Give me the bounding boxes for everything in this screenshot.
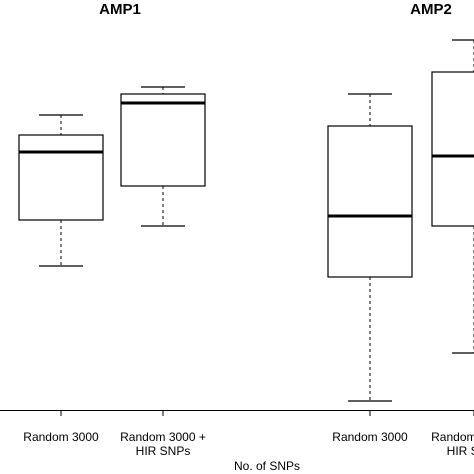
box-iqr (431, 71, 474, 227)
box-iqr (327, 125, 413, 278)
box-group-0-0 (18, 114, 104, 267)
box-group-1-1 (431, 39, 474, 354)
x-tick-label: Random 3000 +HIR SNPs (120, 430, 206, 458)
x-tick-label-line: Random 3000 (23, 430, 99, 444)
panel-title-amp1: AMP1 (99, 1, 141, 18)
box-iqr (120, 93, 206, 187)
x-tick-label-line: Random 3000 (332, 430, 408, 444)
x-axis-title: No. of SNPs (234, 459, 300, 473)
panel-title-amp2: AMP2 (410, 1, 452, 18)
box-group-1-0 (327, 93, 413, 402)
box-group-0-1 (120, 86, 206, 227)
x-tick-label-line: HIR SNPs (447, 444, 474, 458)
x-tick-label-line: Random 3000 + (120, 430, 206, 444)
box-iqr (18, 134, 104, 221)
x-tick-label-line: Random 3000 + (431, 430, 474, 444)
x-tick-label: Random 3000 +HIR SNPs (431, 430, 474, 458)
boxes-layer (18, 39, 474, 402)
x-tick-label: Random 3000 (23, 430, 99, 444)
x-tick-label: Random 3000 (332, 430, 408, 444)
x-tick-label-line: HIR SNPs (136, 444, 191, 458)
